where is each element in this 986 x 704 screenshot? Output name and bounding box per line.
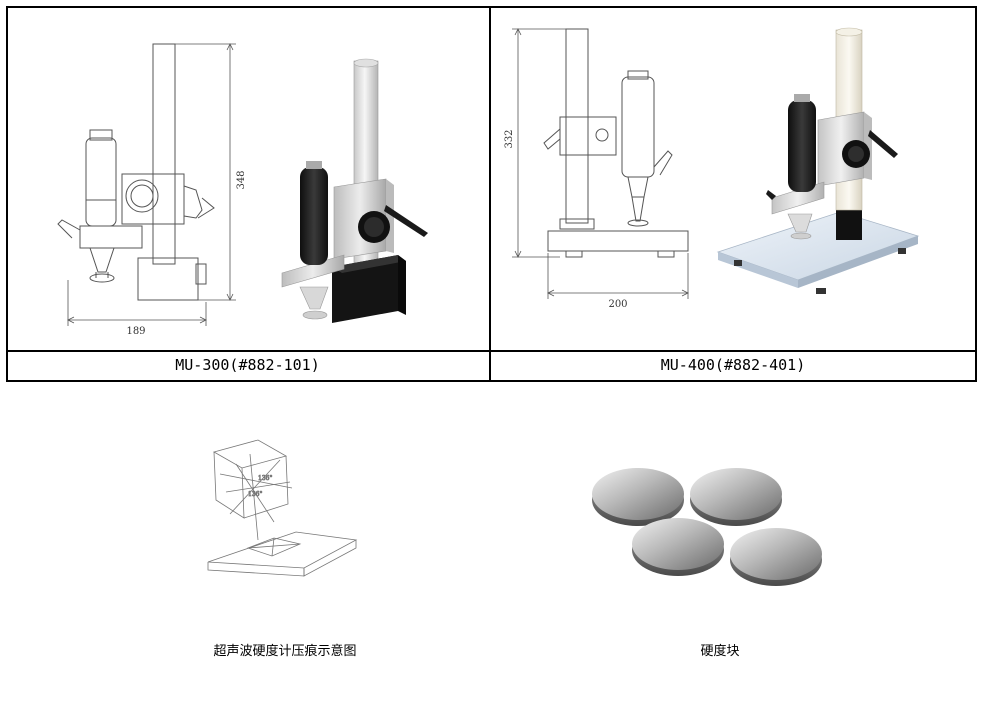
mu300-width-dimension: 189	[126, 326, 145, 337]
product-table	[6, 6, 977, 382]
indentation-schematic-caption: 超声波硬度计压痕示意图	[213, 644, 357, 659]
mu300-height-dimension: 348	[236, 170, 247, 189]
mu400-technical-drawing: 332 200	[504, 28, 689, 310]
mu400-width-dimension: 200	[608, 299, 627, 310]
hardness-block-3	[632, 518, 724, 576]
mu400-caption: MU-400(#882-401)	[660, 356, 806, 374]
hardness-blocks-image	[592, 468, 822, 586]
indentation-schematic: 136° 136°	[207, 439, 358, 577]
hardness-blocks-caption: 硬度块	[700, 644, 740, 659]
mu400-product-render	[716, 27, 920, 294]
mu300-product-render	[281, 58, 428, 323]
table-row-divider	[8, 350, 975, 352]
svg-text:136°: 136°	[248, 491, 262, 498]
mu400-height-dimension: 332	[504, 129, 515, 148]
hardness-block-4	[730, 528, 822, 586]
mu300-caption: MU-300(#882-101)	[175, 356, 320, 374]
mu300-technical-drawing: 348 189	[57, 43, 247, 337]
hardness-block-1	[592, 468, 684, 526]
svg-text:136°: 136°	[258, 475, 272, 482]
hardness-block-2	[690, 468, 782, 526]
table-column-divider	[489, 8, 491, 380]
